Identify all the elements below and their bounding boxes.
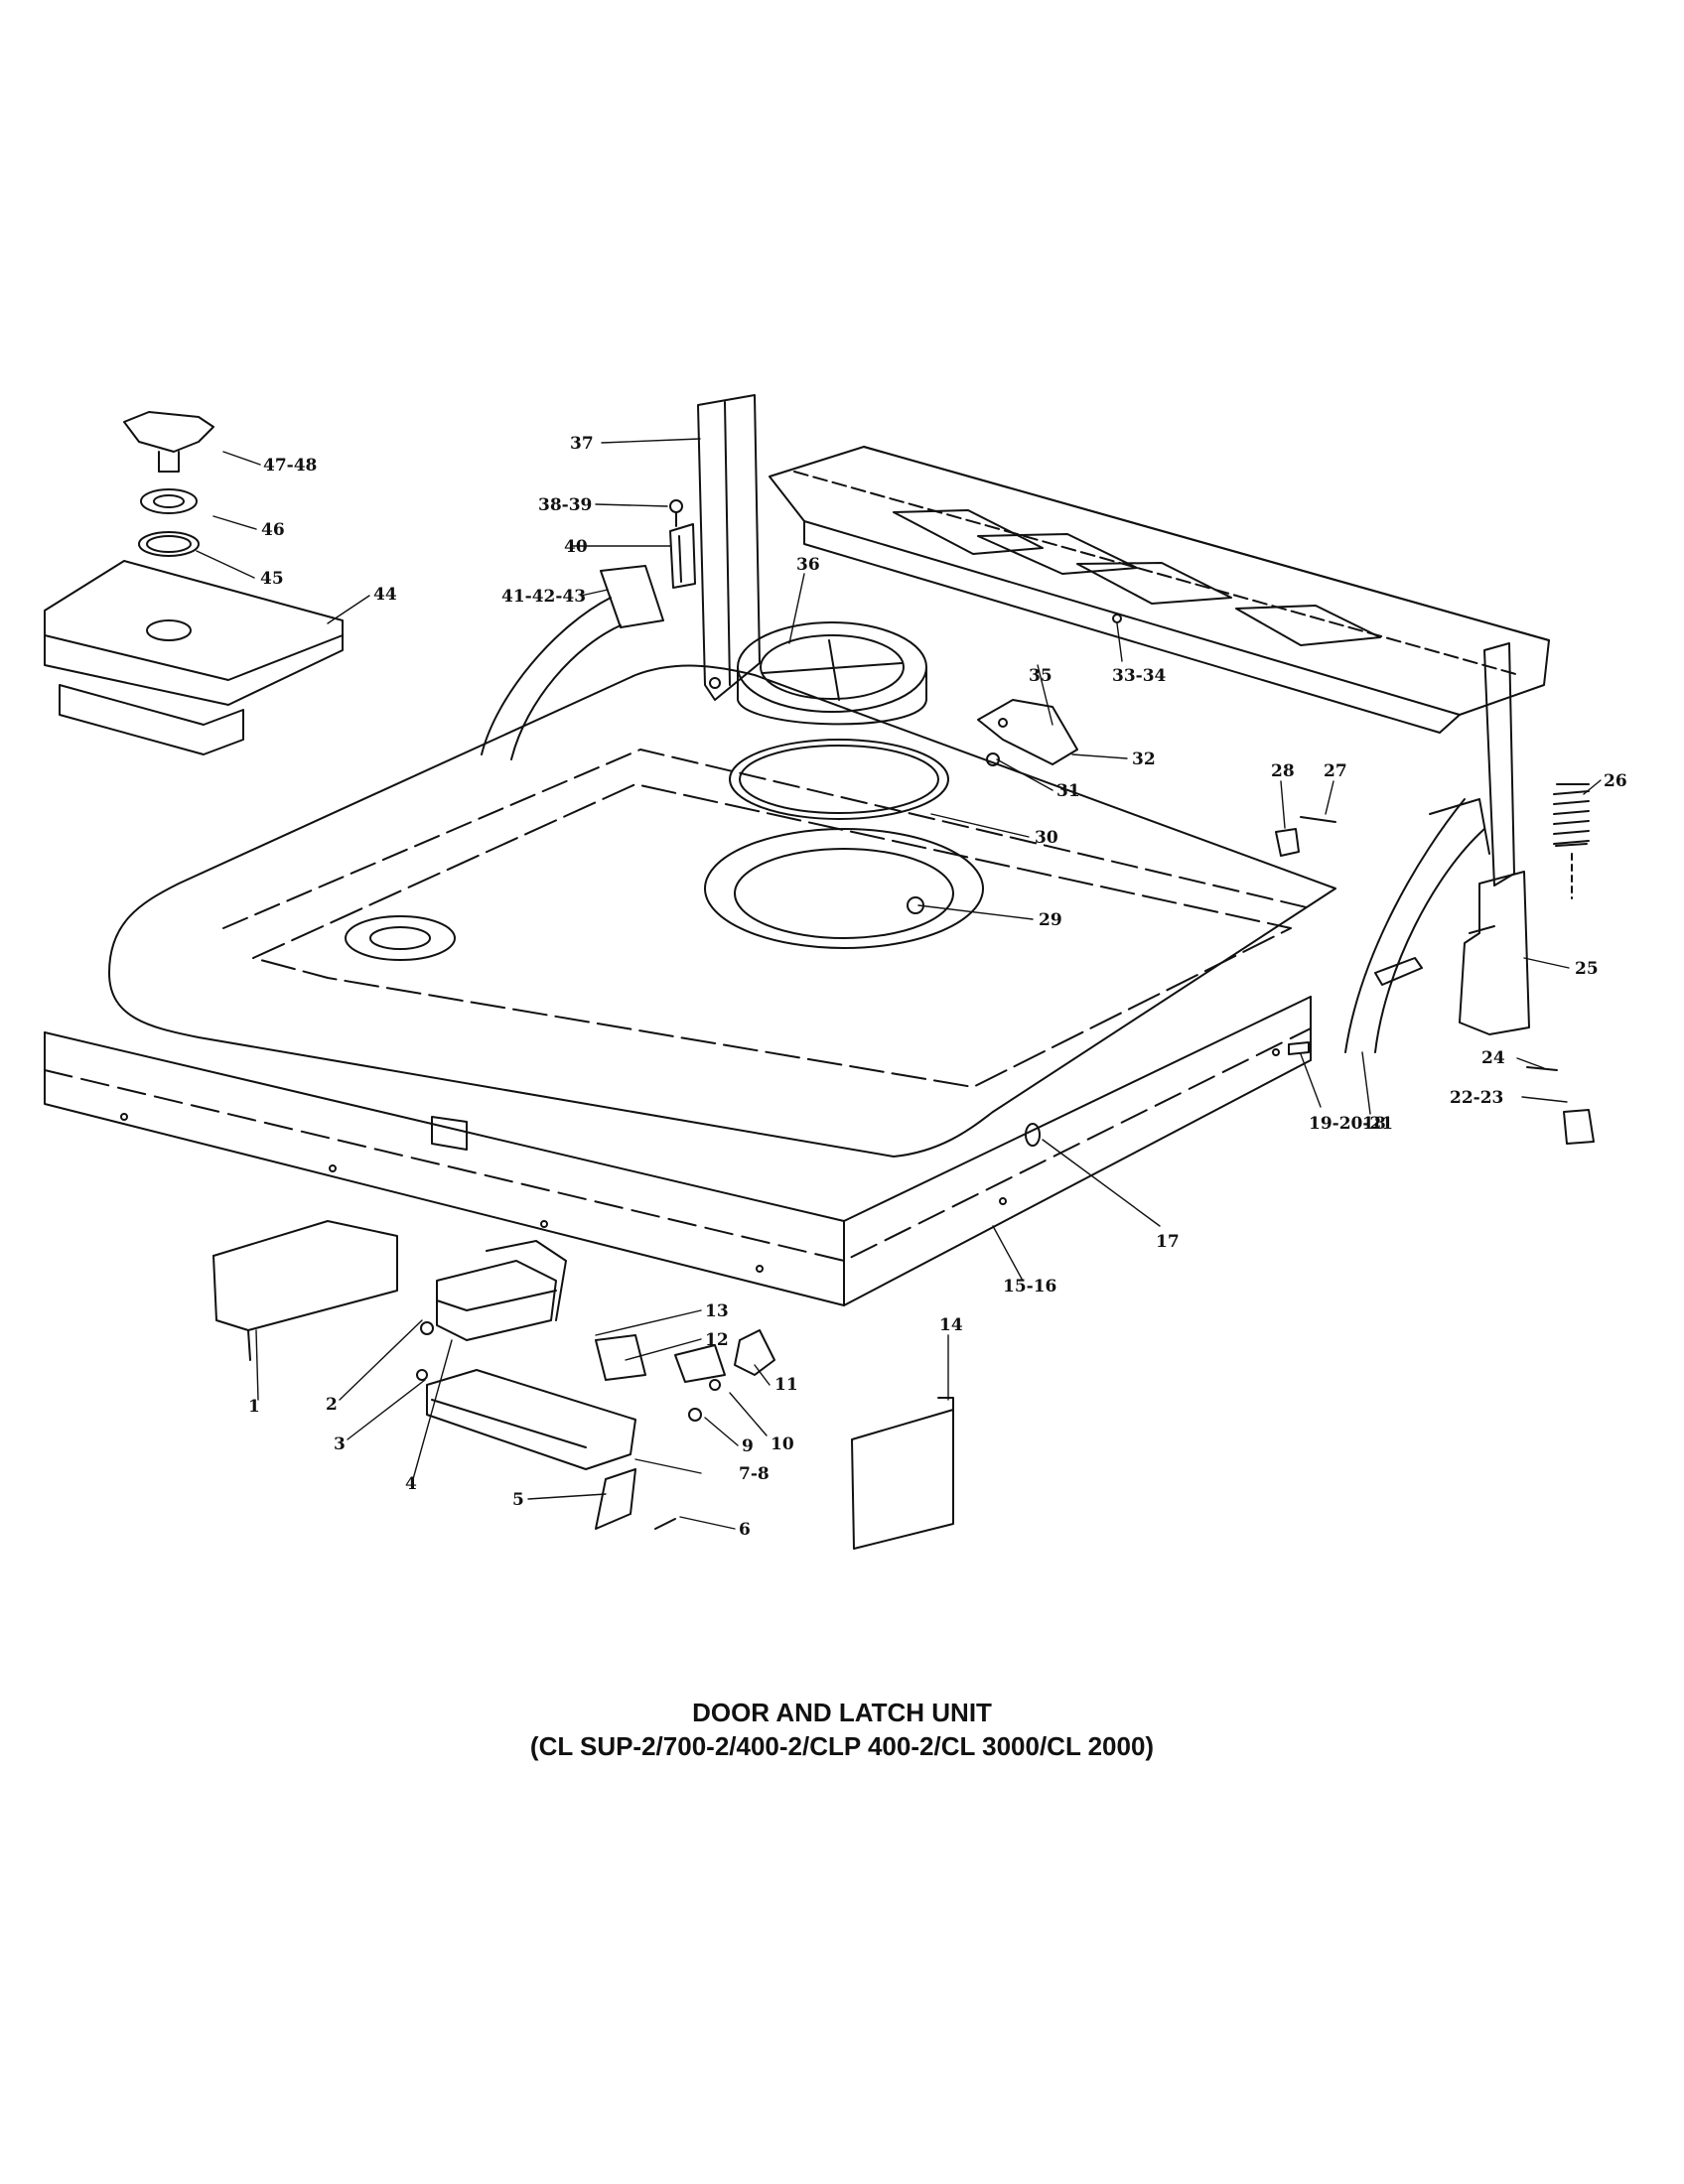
- callout-12: 12: [705, 1330, 729, 1350]
- diagram-subtitle: (CL SUP-2/700-2/400-2/CLP 400-2/CL 3000/…: [529, 1731, 1155, 1761]
- callout-4: 4: [405, 1474, 417, 1494]
- callout-7-8: 7-8: [739, 1464, 770, 1484]
- callout-25: 25: [1575, 959, 1599, 979]
- hinge-assembly: [44, 411, 344, 755]
- callout-47-48: 47-48: [263, 456, 317, 476]
- screw-38-39: [669, 499, 683, 527]
- callout-41-42-43: 41-42-43: [501, 587, 586, 607]
- door-panel: [44, 664, 1336, 1306]
- diagram-caption: DOOR AND LATCH UNIT (CL SUP-2/700-2/400-…: [0, 1696, 1684, 1763]
- callout-46: 46: [261, 520, 285, 540]
- trim-panel-1: [212, 1220, 398, 1361]
- callout-13: 13: [705, 1301, 729, 1321]
- callout-9: 9: [742, 1436, 754, 1456]
- diagram-title: DOOR AND LATCH UNIT: [692, 1698, 992, 1727]
- callout-5: 5: [512, 1490, 524, 1510]
- callout-3: 3: [334, 1434, 346, 1454]
- latch-mechanism: [416, 1240, 775, 1530]
- gasket-30: [729, 739, 949, 820]
- latch-32: [977, 699, 1078, 765]
- callout-44: 44: [373, 585, 397, 605]
- callout-40: 40: [564, 537, 588, 557]
- callout-38-39: 38-39: [538, 495, 592, 515]
- callout-2: 2: [326, 1395, 338, 1415]
- callout-1: 1: [248, 1397, 260, 1417]
- callout-15-16: 15-16: [1003, 1277, 1056, 1297]
- spring-26: [1553, 783, 1590, 899]
- callout-22-23: 22-23: [1450, 1088, 1503, 1108]
- callout-19-20-21: 18: [1362, 1114, 1386, 1134]
- callout-14: 14: [939, 1315, 963, 1335]
- callout-31: 31: [1056, 781, 1080, 801]
- callout-17: 17: [1156, 1232, 1180, 1252]
- callout-6: 6: [739, 1520, 751, 1540]
- right-hinge-bracket: [1459, 642, 1530, 1035]
- plate-14: [851, 1397, 954, 1550]
- callout-27: 27: [1324, 761, 1347, 781]
- callout-24: 24: [1481, 1048, 1505, 1068]
- callout-33-34: 33-34: [1112, 666, 1167, 686]
- callout-36: 36: [796, 555, 820, 575]
- clip-parts: [907, 614, 1595, 1145]
- callout-32: 32: [1132, 750, 1156, 769]
- vent-assembly: [737, 621, 927, 726]
- left-hinge-arm: [481, 565, 664, 760]
- callout-18: 19-20-21: [1309, 1114, 1393, 1134]
- callout-11: 11: [774, 1375, 798, 1395]
- callout-labels: 47-48 46 45 44 37 38-39 40 41-42-43 36 3…: [248, 434, 1627, 1540]
- callout-45: 45: [260, 569, 284, 589]
- right-hinge-arm: [1344, 798, 1490, 1053]
- callout-29: 29: [1039, 910, 1062, 930]
- callout-26: 26: [1604, 771, 1627, 791]
- callout-35: 35: [1029, 666, 1052, 686]
- callout-28: 28: [1271, 761, 1295, 781]
- callout-37: 37: [570, 434, 594, 454]
- leader-lines: [196, 438, 1602, 1530]
- cap-40: [669, 523, 696, 589]
- hinge-bracket-37: [697, 394, 761, 701]
- screw-31: [986, 752, 1000, 766]
- top-rail: [769, 446, 1550, 734]
- callout-10: 10: [771, 1434, 794, 1454]
- callout-30: 30: [1035, 828, 1058, 848]
